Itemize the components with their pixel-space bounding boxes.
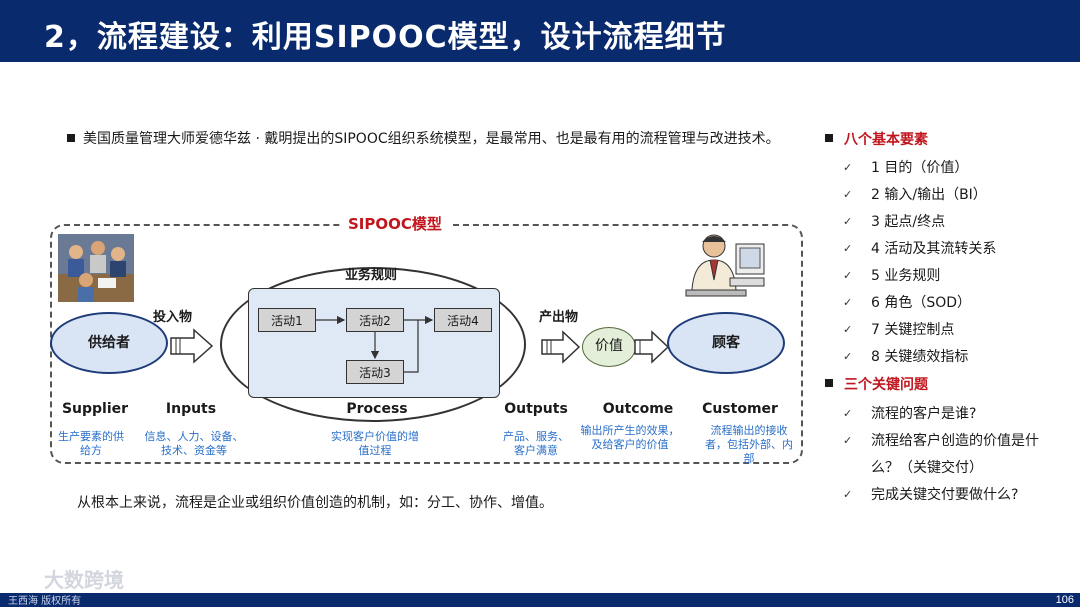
col-title-outputs: Outputs — [504, 401, 568, 417]
business-rules-label: 业务规则 — [345, 268, 398, 283]
col-title-inputs: Inputs — [165, 401, 217, 417]
element-item-8: 8 关键绩效指标 — [871, 349, 969, 365]
checkmark-icon: ✓ — [843, 242, 853, 255]
col-desc-process: 实现客户价值的增值过程 — [331, 430, 419, 457]
customer-ellipse: 顾客 — [667, 312, 785, 374]
col-title-process: Process — [346, 401, 408, 417]
activity-1: 活动1 — [258, 308, 316, 332]
element-item-2: 2 输入/输出（BI） — [871, 187, 987, 203]
outcome-arrow-icon — [634, 330, 670, 364]
page-title: 2，流程建设：利用SIPOOC模型，设计流程细节 — [44, 20, 727, 55]
checkmark-icon: ✓ — [843, 434, 853, 447]
col-title-customer: Customer — [702, 401, 778, 417]
inputs-arrow-icon — [170, 328, 214, 364]
checkmark-icon: ✓ — [843, 323, 853, 336]
element-item-7: 7 关键控制点 — [871, 322, 955, 338]
activity-connectors — [316, 315, 434, 373]
checkmark-icon: ✓ — [843, 407, 853, 420]
activity-4: 活动4 — [434, 308, 492, 332]
square-bullet-icon — [825, 134, 833, 142]
title-bar: 2，流程建设：利用SIPOOC模型，设计流程细节 — [0, 0, 1080, 62]
col-title-outcome: Outcome — [602, 401, 674, 417]
element-item-6: 6 角色（SOD） — [871, 295, 972, 311]
checkmark-icon: ✓ — [843, 161, 853, 174]
question-item-2-cont: 么？（关键交付） — [871, 460, 983, 476]
element-item-1: 1 目的（价值） — [871, 160, 969, 176]
element-item-5: 5 业务规则 — [871, 268, 941, 284]
diagram-title: SIPOOC模型 — [340, 213, 450, 234]
checkmark-icon: ✓ — [843, 269, 853, 282]
col-desc-supplier: 生产要素的供给方 — [58, 430, 124, 457]
outputs-arrow-icon — [541, 330, 581, 364]
checkmark-icon: ✓ — [843, 296, 853, 309]
intro-text: 美国质量管理大师爱德华兹 · 戴明提出的SIPOOC组织系统模型，是最常用、也是… — [83, 131, 780, 147]
question-item-2: 流程给客户创造的价值是什 — [871, 433, 1039, 449]
col-desc-customer: 流程输出的接收者，包括外部、内部 — [705, 424, 793, 465]
element-item-3: 3 起点/终点 — [871, 214, 946, 230]
footer-bar: 王西海 版权所有 106 — [0, 593, 1080, 607]
intro-paragraph: 美国质量管理大师爱德华兹 · 戴明提出的SIPOOC组织系统模型，是最常用、也是… — [67, 126, 797, 153]
customer-label: 顾客 — [712, 335, 740, 351]
page-number: 106 — [1055, 594, 1074, 606]
question-item-3: 完成关键交付要做什么? — [871, 487, 1019, 503]
supplier-ellipse: 供给者 — [50, 312, 168, 374]
col-title-supplier: Supplier — [61, 401, 129, 417]
checkmark-icon: ✓ — [843, 188, 853, 201]
activity-2: 活动2 — [346, 308, 404, 332]
question-item-1: 流程的客户是谁? — [871, 406, 977, 422]
col-desc-outputs: 产品、服务、客户满意 — [503, 430, 569, 457]
element-item-4: 4 活动及其流转关系 — [871, 241, 997, 257]
col-desc-outcome: 输出所产生的效果，及给客户的价值 — [580, 424, 680, 451]
customer-illustration — [680, 230, 770, 310]
inputs-label: 投入物 — [153, 310, 193, 325]
outputs-label: 产出物 — [539, 310, 579, 325]
questions-heading: 三个关键问题 — [844, 377, 928, 393]
activity-3: 活动3 — [346, 360, 404, 384]
watermark: 大数跨境 — [44, 568, 124, 592]
copyright-text: 王西海 版权所有 — [8, 596, 82, 607]
square-bullet-icon — [67, 134, 75, 142]
elements-heading: 八个基本要素 — [844, 132, 928, 148]
conclusion-text: 从根本上来说，流程是企业或组织价值创造的机制，如：分工、协作、增值。 — [77, 495, 553, 511]
checkmark-icon: ✓ — [843, 488, 853, 501]
checkmark-icon: ✓ — [843, 215, 853, 228]
meeting-illustration — [58, 234, 134, 302]
value-ellipse: 价值 — [582, 327, 636, 367]
checkmark-icon: ✓ — [843, 350, 853, 363]
value-label: 价值 — [595, 338, 623, 354]
square-bullet-icon — [825, 379, 833, 387]
supplier-label: 供给者 — [88, 335, 130, 351]
col-desc-inputs: 信息、人力、设备、技术、资金等 — [144, 430, 244, 457]
